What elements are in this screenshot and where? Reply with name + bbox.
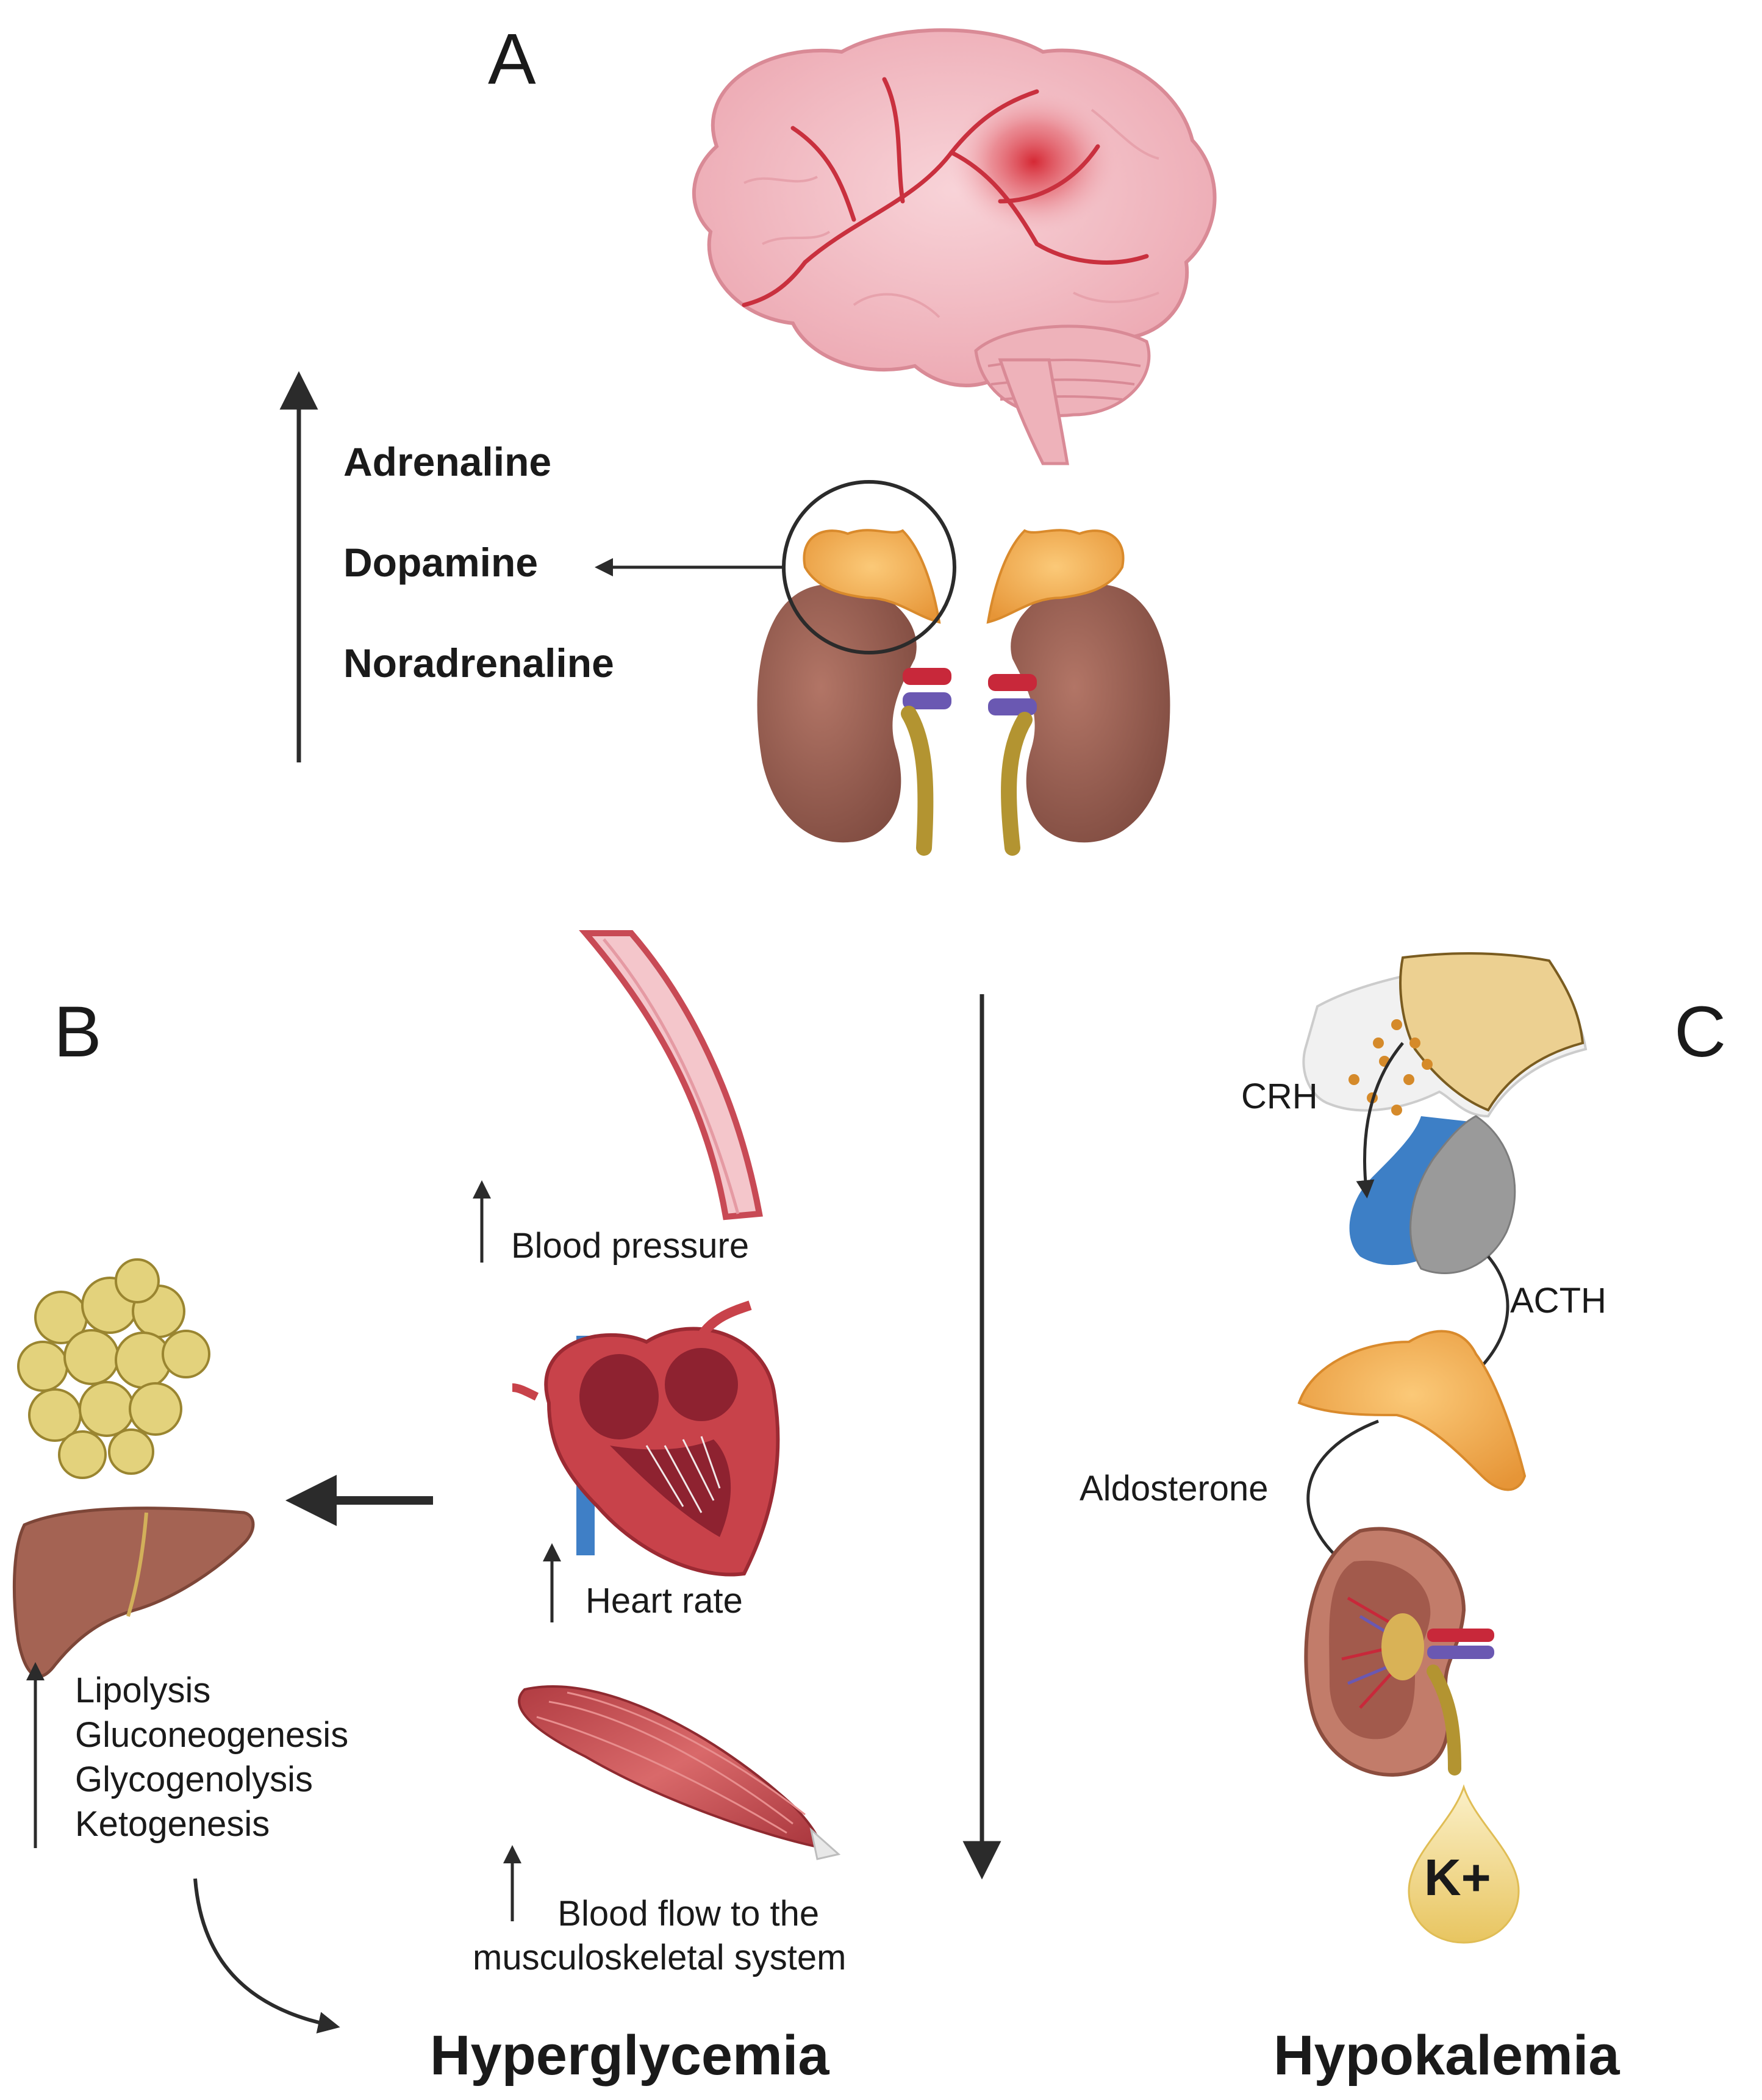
outcome-hyperglycemia: Hyperglycemia: [430, 2024, 829, 2087]
list-item-lipolysis: Lipolysis: [75, 1671, 211, 1710]
panel-label-c: C: [1674, 992, 1727, 1072]
panel-label-a: A: [488, 19, 536, 99]
liver-icon: [12, 1507, 255, 1678]
potassium-label: K+: [1424, 1849, 1491, 1906]
adrenal-gland-icon: [1297, 1330, 1527, 1491]
muscle-icon: [518, 1685, 841, 1860]
panel-label-b: B: [54, 992, 102, 1072]
blood-pressure-label: Blood pressure: [511, 1226, 750, 1266]
blood-flow-line-2: musculoskeletal system: [473, 1938, 847, 1977]
hormone-noradrenaline: Noradrenaline: [343, 640, 614, 686]
list-item-gluconeogenesis: Gluconeogenesis: [75, 1715, 349, 1755]
list-item-glycogenolysis: Glycogenolysis: [75, 1760, 313, 1799]
aldosterone-arrow: [1306, 1419, 1379, 1568]
metabolic-effects-list: Lipolysis Gluconeogenesis Glycogenolysis…: [75, 1668, 348, 1846]
adrenal-highlight-circle: [782, 480, 956, 654]
blood-flow-line-1: Blood flow to the: [557, 1894, 820, 1933]
brain-icon: [692, 28, 1217, 465]
kidney-section-icon: [1304, 1527, 1494, 1777]
hormone-adrenaline: Adrenaline: [343, 439, 552, 484]
list-item-ketogenesis: Ketogenesis: [75, 1804, 270, 1844]
to-hyperglycemia-arrow: [193, 1878, 340, 2034]
blood-flow-label: Blood flow to the musculoskeletal system: [473, 1892, 846, 1980]
crh-label: CRH: [1241, 1077, 1318, 1116]
potassium-drop-icon: [1408, 1784, 1520, 1944]
outcome-hypokalemia: Hypokalemia: [1273, 2024, 1620, 2087]
adrenal-kidney-icon: [757, 529, 1170, 856]
pituitary-icon: [1302, 952, 1588, 1274]
hormone-dopamine: Dopamine: [343, 540, 539, 585]
artery-icon: [579, 930, 763, 1220]
heart-icon: [512, 1300, 780, 1577]
fat-cells-icon: [17, 1258, 210, 1479]
crh-arrow: [1356, 1042, 1404, 1199]
heart-rate-label: Heart rate: [586, 1581, 743, 1621]
aldosterone-label: Aldosterone: [1080, 1469, 1269, 1508]
acth-arrow: [1469, 1255, 1510, 1379]
acth-label: ACTH: [1510, 1281, 1606, 1321]
